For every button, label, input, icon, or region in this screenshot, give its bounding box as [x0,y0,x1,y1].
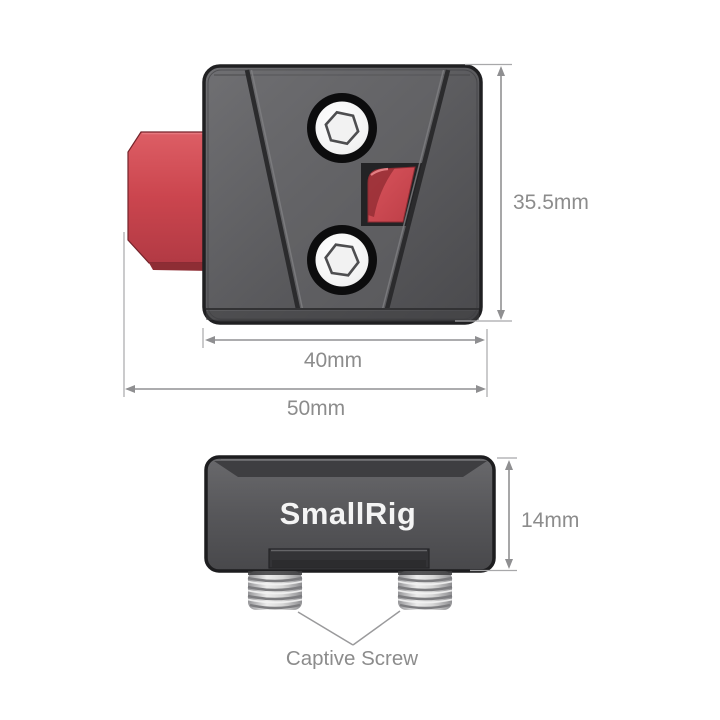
dimension-overall-width: 50mm [123,232,486,420]
captive-screw-right [397,571,453,610]
plate-bottom-bevel [206,308,479,322]
dimension-label-thickness: 14mm [521,509,579,532]
top-view [127,64,483,325]
lock-pin-shadow [368,168,395,217]
lock-pin-highlight [370,167,389,176]
vmount-plate-body [202,64,483,325]
hex-socket-screw-top [307,93,377,163]
side-view: SmallRig [204,455,496,610]
captive-screw-callout: Captive Screw [286,610,418,670]
hex-socket-screw-bottom [307,225,377,295]
leader-line-right [352,610,401,646]
dimension-label-height: 35.5mm [513,191,589,214]
dimension-label-overall-width: 50mm [287,397,345,420]
smallrig-logo: SmallRig [280,496,417,531]
hex-hole-icon [324,243,360,277]
side-view-body [204,455,496,573]
dimension-inner-width: 40mm [202,328,488,397]
dimension-label-inner-width: 40mm [304,349,362,372]
v-groove-edges [244,69,451,310]
bottom-slot [268,548,430,569]
hex-hole-icon [324,110,360,146]
release-lever [127,131,213,271]
captive-screw-left [247,571,303,610]
dimension-height: 35.5mm [455,63,589,322]
leader-line-left [297,611,354,646]
captive-screw-label: Captive Screw [286,647,418,670]
side-view-top-bevel [214,461,487,477]
dimension-thickness: 14mm [470,457,579,572]
